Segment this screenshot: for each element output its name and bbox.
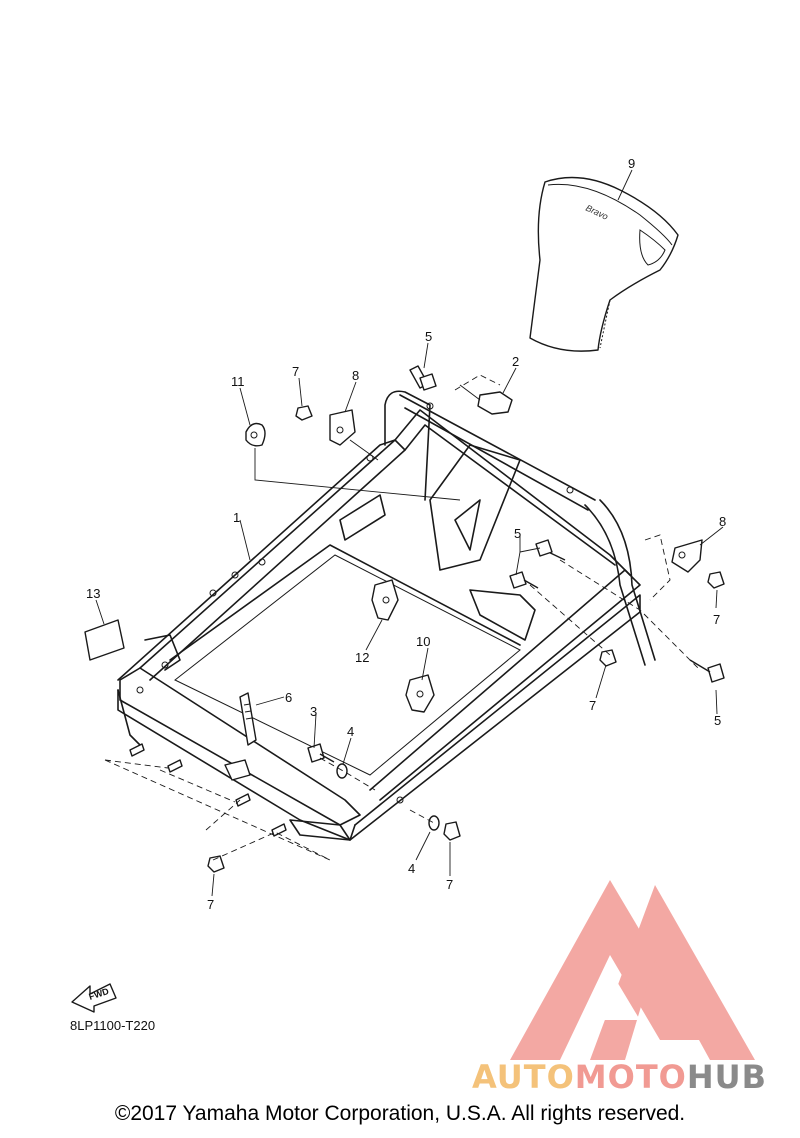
washer-part-4-b xyxy=(428,815,440,831)
studs-bottom xyxy=(129,743,287,837)
leader-lines xyxy=(95,169,724,897)
bolt-part-5-top xyxy=(409,365,437,391)
bolt-part-3 xyxy=(307,743,335,763)
callout-7-right: 7 xyxy=(713,612,720,627)
callout-5-mid: 5 xyxy=(514,526,521,541)
brand-moto: MOTO xyxy=(574,1058,687,1096)
callout-5-right: 5 xyxy=(714,713,721,728)
callout-5-top: 5 xyxy=(425,329,432,344)
brand-auto: AUTO xyxy=(472,1058,575,1096)
label-part-13 xyxy=(84,619,125,661)
callout-13: 13 xyxy=(86,586,100,601)
callout-7-top: 7 xyxy=(292,364,299,379)
callout-7-left: 7 xyxy=(207,897,214,912)
holder-part-10 xyxy=(405,674,435,713)
dashed-lines xyxy=(104,374,701,861)
callout-6: 6 xyxy=(285,690,292,705)
callout-1: 1 xyxy=(233,510,240,525)
nut-part-7-d xyxy=(443,821,461,841)
bolt-part-5-mid-b xyxy=(509,571,539,589)
callout-labels: 9 2 5 7 8 11 1 5 8 7 13 10 12 6 7 3 4 5 … xyxy=(86,156,726,912)
clamp-part-11 xyxy=(245,422,266,447)
nut-part-7-a xyxy=(295,405,313,421)
strap-part-6 xyxy=(239,692,257,746)
callout-11: 11 xyxy=(231,374,245,389)
bolt-part-5-mid-a xyxy=(535,539,566,561)
callout-9: 9 xyxy=(628,156,635,171)
callout-7-mid: 7 xyxy=(589,698,596,713)
callout-2: 2 xyxy=(512,354,519,369)
brand-hub: HUB xyxy=(686,1058,768,1096)
nut-part-7-b xyxy=(707,571,725,589)
bracket-part-8-left xyxy=(329,409,356,446)
frame-assembly xyxy=(117,390,656,841)
callout-8-left: 8 xyxy=(352,368,359,383)
callout-7-bottom: 7 xyxy=(446,877,453,892)
nut-part-7-e xyxy=(207,855,225,873)
clip-part-2 xyxy=(477,391,513,415)
bracket-part-8-right xyxy=(671,539,703,573)
holder-part-12 xyxy=(371,579,399,621)
callout-3: 3 xyxy=(310,704,317,719)
callout-4-top: 4 xyxy=(347,724,354,739)
grip-cover: Bravo xyxy=(529,176,679,352)
callout-10: 10 xyxy=(416,634,430,649)
callout-8-right: 8 xyxy=(719,514,726,529)
diagram-code: 8LP1100-T220 xyxy=(70,1018,156,1033)
callout-12: 12 xyxy=(355,650,369,665)
watermark-logo xyxy=(510,880,755,1060)
callout-4-bottom: 4 xyxy=(408,861,415,876)
watermark-brand: AUTOMOTOHUB xyxy=(472,1058,767,1096)
bolt-part-5-right xyxy=(689,659,725,683)
fwd-arrow-icon: FWD xyxy=(71,983,117,1013)
copyright-notice: ©2017 Yamaha Motor Corporation, U.S.A. A… xyxy=(114,1102,686,1125)
nut-part-7-c xyxy=(599,649,617,667)
washer-part-4-a xyxy=(336,763,348,779)
